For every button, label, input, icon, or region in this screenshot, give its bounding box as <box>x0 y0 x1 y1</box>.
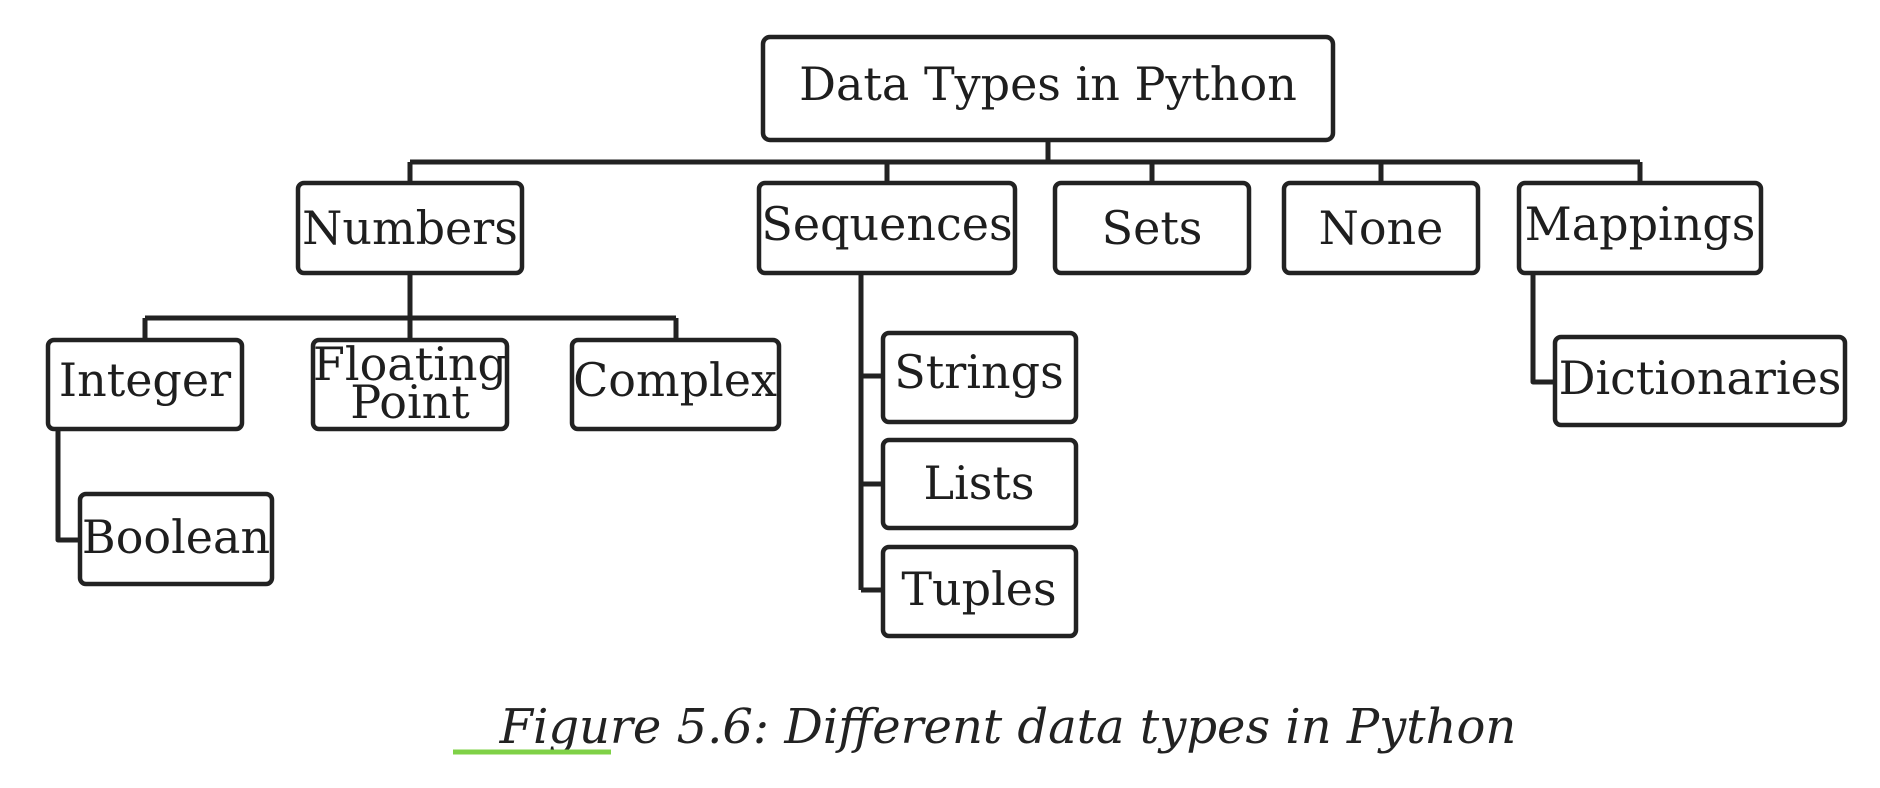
sets-label: Sets <box>1102 201 1203 255</box>
integer-label: Integer <box>59 353 231 407</box>
sequences-label: Sequences <box>761 197 1012 251</box>
floating-label-line1: Floating <box>313 337 507 391</box>
numbers-label: Numbers <box>302 201 518 255</box>
node-strings: Strings <box>880 330 1079 425</box>
caption-text: Figure 5.6: Different data types in Pyth… <box>499 699 1517 755</box>
floating-label-line2: Point <box>350 375 470 429</box>
dictionaries-label: Dictionaries <box>1559 351 1842 405</box>
figure-caption: Figure 5.6: Different data types in Pyth… <box>453 699 1516 755</box>
complex-label: Complex <box>573 353 777 407</box>
node-integer: Integer <box>45 337 245 432</box>
node-boolean: Boolean <box>77 491 275 587</box>
none-label: None <box>1319 201 1444 255</box>
caption-rest: 5.6: Different data types in Python <box>661 699 1516 755</box>
root-node: Data Types in Python <box>760 34 1336 143</box>
node-dictionaries: Dictionaries <box>1552 334 1848 428</box>
connectors <box>55 140 1643 593</box>
node-floating-point: Floating Point <box>310 337 510 432</box>
strings-label: Strings <box>894 345 1063 399</box>
node-complex: Complex <box>569 337 782 432</box>
node-sequences: Sequences <box>756 180 1018 276</box>
boolean-label: Boolean <box>82 510 270 564</box>
node-mappings: Mappings <box>1516 180 1764 276</box>
node-sets: Sets <box>1052 180 1252 276</box>
connector-dictionaries <box>1530 273 1555 385</box>
lists-label: Lists <box>924 456 1035 510</box>
node-none: None <box>1281 180 1481 276</box>
connector-boolean <box>55 429 80 543</box>
root-label: Data Types in Python <box>799 57 1297 111</box>
caption-prefix: Figure <box>499 699 662 755</box>
node-numbers: Numbers <box>295 180 525 276</box>
node-tuples: Tuples <box>880 544 1079 639</box>
tuples-label: Tuples <box>901 562 1056 616</box>
node-lists: Lists <box>880 437 1079 531</box>
mappings-label: Mappings <box>1525 197 1756 251</box>
